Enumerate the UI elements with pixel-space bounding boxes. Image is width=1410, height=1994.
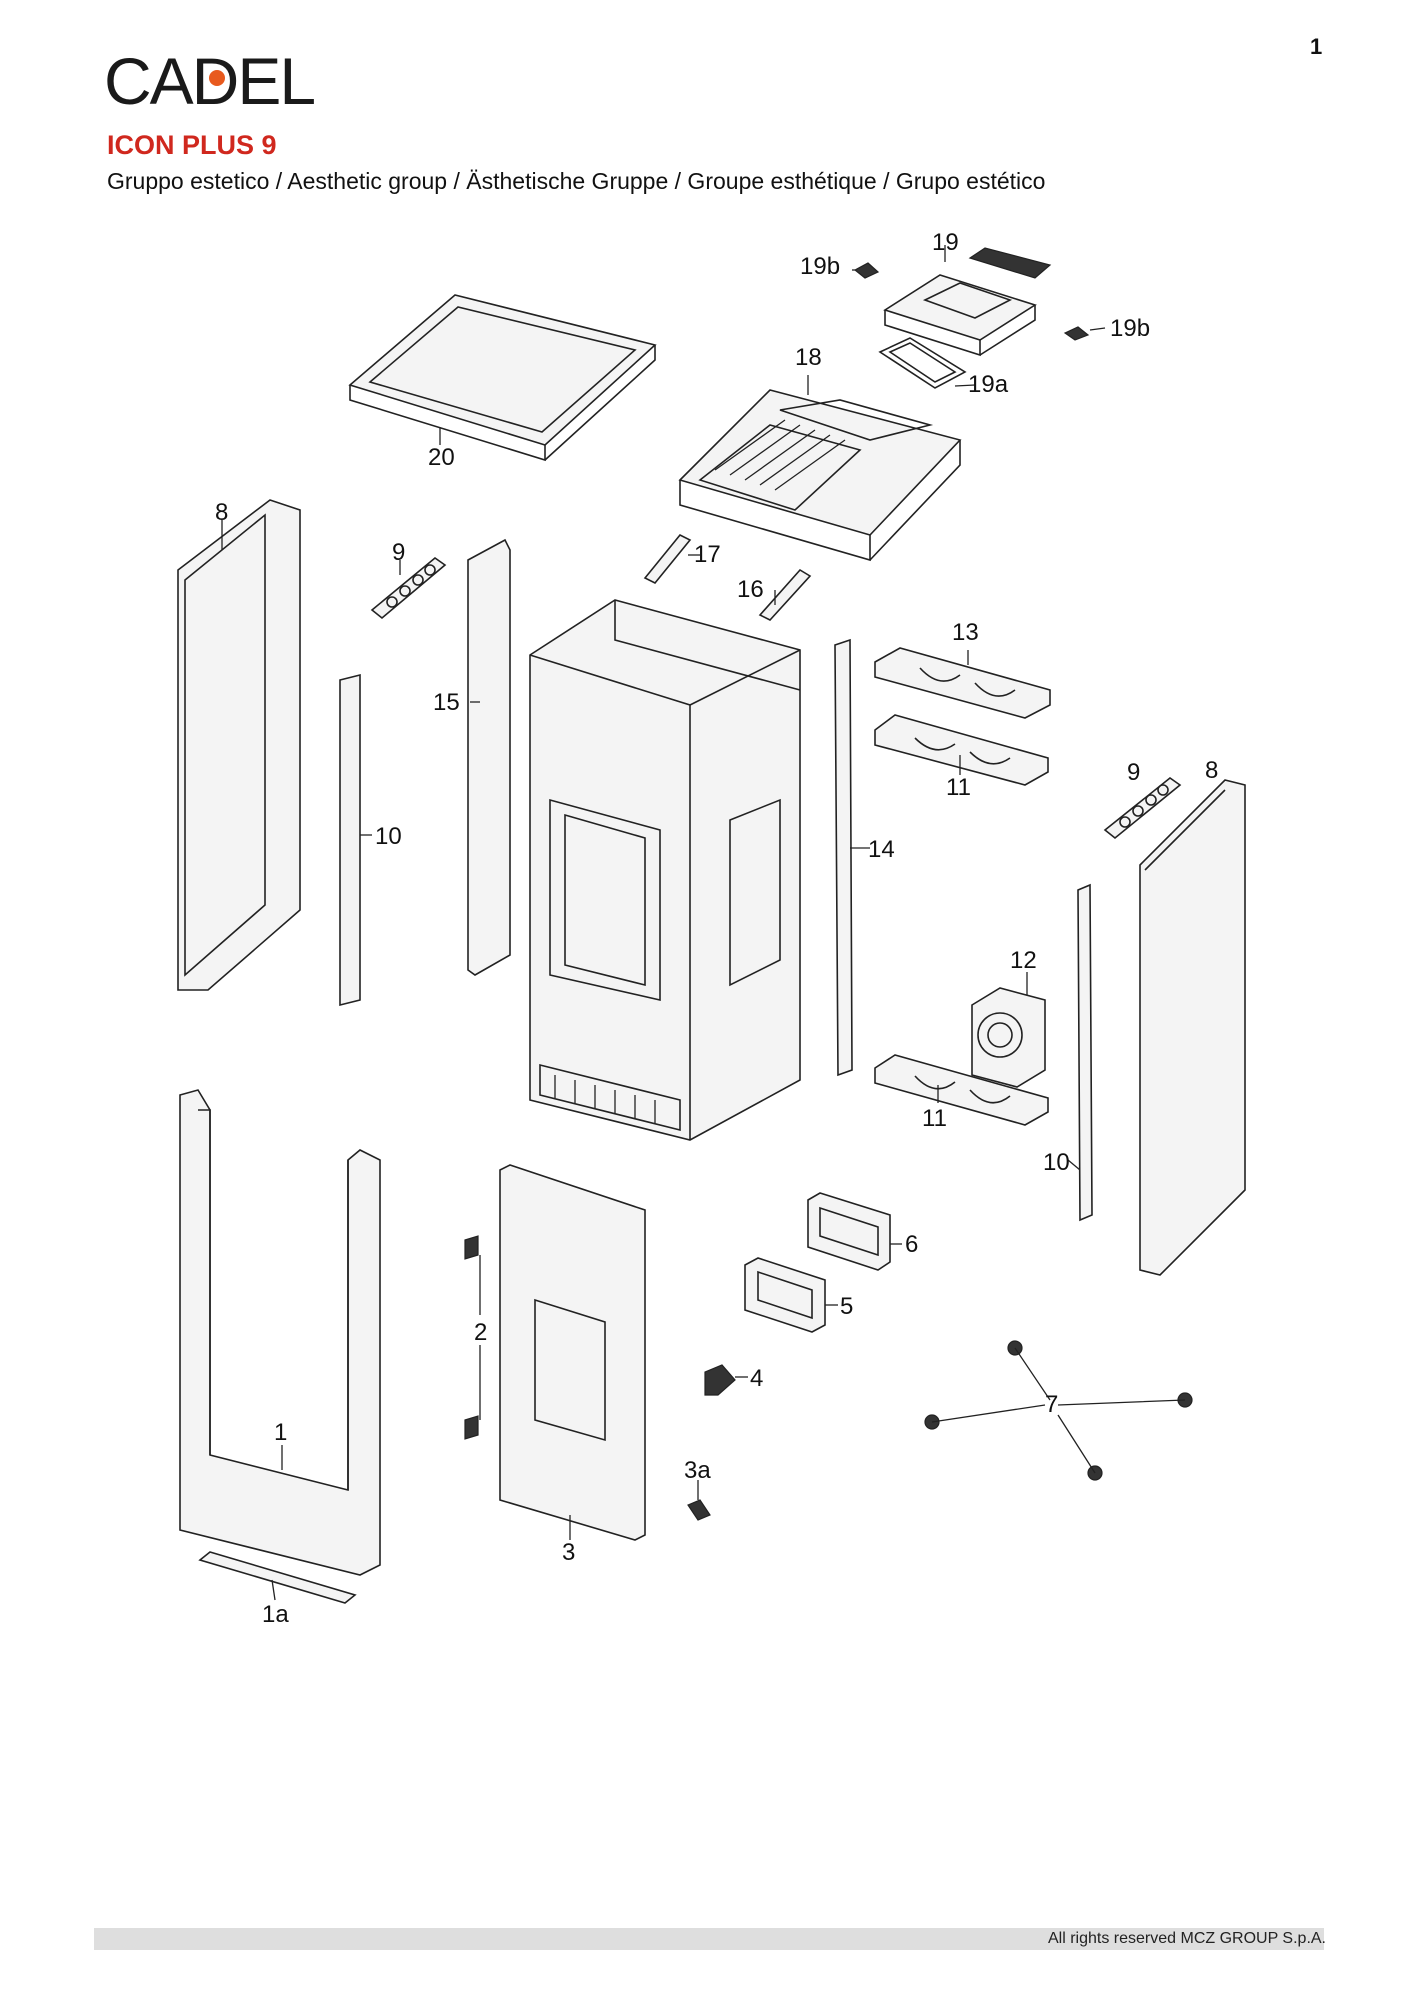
label-15: 15 [433,689,460,716]
part-1a-bottom-strip [198,1551,357,1604]
part-10-right-profile [1077,883,1093,1222]
label-11-bottom: 11 [922,1105,947,1132]
part-20-top-cover [348,294,657,462]
label-10-right: 10 [1043,1149,1070,1176]
cadel-logo: CADEL [104,44,334,118]
part-7-feet [924,1340,1193,1481]
label-19: 19 [932,229,959,256]
part-11-upper-bracket [874,714,1049,786]
exploded-parts-diagram: 20 18 19 19a 19b 19b 8 9 10 15 17 16 13 … [160,220,1270,1640]
part-4-handle [704,1364,736,1396]
label-19b-left: 19b [800,253,840,280]
label-17: 17 [694,541,721,568]
label-10-left: 10 [375,823,402,850]
label-9-right: 9 [1127,759,1140,786]
label-12: 12 [1010,947,1037,974]
label-1a: 1a [262,1601,289,1628]
label-8-right: 8 [1205,757,1218,784]
part-10-left-profile [339,673,361,1007]
part-16-bracket [758,568,812,621]
label-11-top: 11 [946,774,971,801]
part-9-right-vent-plate [1103,777,1182,840]
part-13-bracket [874,647,1051,719]
part-9-left-vent-plate [370,556,447,620]
part-19-control-panel [883,274,1037,357]
label-7: 7 [1045,1391,1058,1418]
label-19b-right: 19b [1110,315,1150,342]
part-6-gasket [807,1192,891,1271]
part-19a-gasket [878,337,967,389]
part-3a-latch [687,1499,711,1521]
label-8-left: 8 [215,499,228,526]
model-title: ICON PLUS 9 [107,130,277,160]
part-8-right-side-panel [1139,779,1246,1276]
label-9-left: 9 [392,539,405,566]
part-2-hinges [464,1235,479,1440]
label-2: 2 [474,1319,487,1346]
label-13: 13 [952,619,979,646]
part-18-top-grille [678,389,962,562]
label-14: 14 [868,836,895,863]
label-16: 16 [737,576,764,603]
label-3a: 3a [684,1457,711,1484]
group-title: Gruppo estetico / Aesthetic group / Ästh… [107,168,1046,194]
part-19b-right-clip [1063,326,1090,341]
label-4: 4 [750,1365,763,1392]
part-12-air-duct [971,987,1046,1088]
label-18: 18 [795,344,822,371]
part-19b-left-clip [853,262,880,279]
part-8-left-side-panel [177,499,301,991]
stove-main-body [529,599,801,1141]
part-1-front-frame [179,1089,381,1576]
part-3-door [499,1164,646,1541]
page-number: 1 [1310,34,1323,59]
label-6: 6 [905,1231,918,1258]
label-19a: 19a [968,371,1009,398]
part-5-glass-frame [744,1257,826,1333]
logo-dot-icon [209,70,225,86]
copyright-text: All rights reserved MCZ GROUP S.p.A. [1048,1930,1326,1947]
part-15-profile [467,538,511,976]
label-5: 5 [840,1293,853,1320]
footer-bar [94,1928,1324,1950]
part-14-profile [834,638,853,1077]
label-20: 20 [428,444,455,471]
part-11-lower-bracket [874,1054,1049,1126]
part-19-display-cover [968,247,1052,279]
label-3: 3 [562,1539,575,1566]
part-17-bracket [643,533,692,585]
label-1: 1 [274,1419,287,1446]
